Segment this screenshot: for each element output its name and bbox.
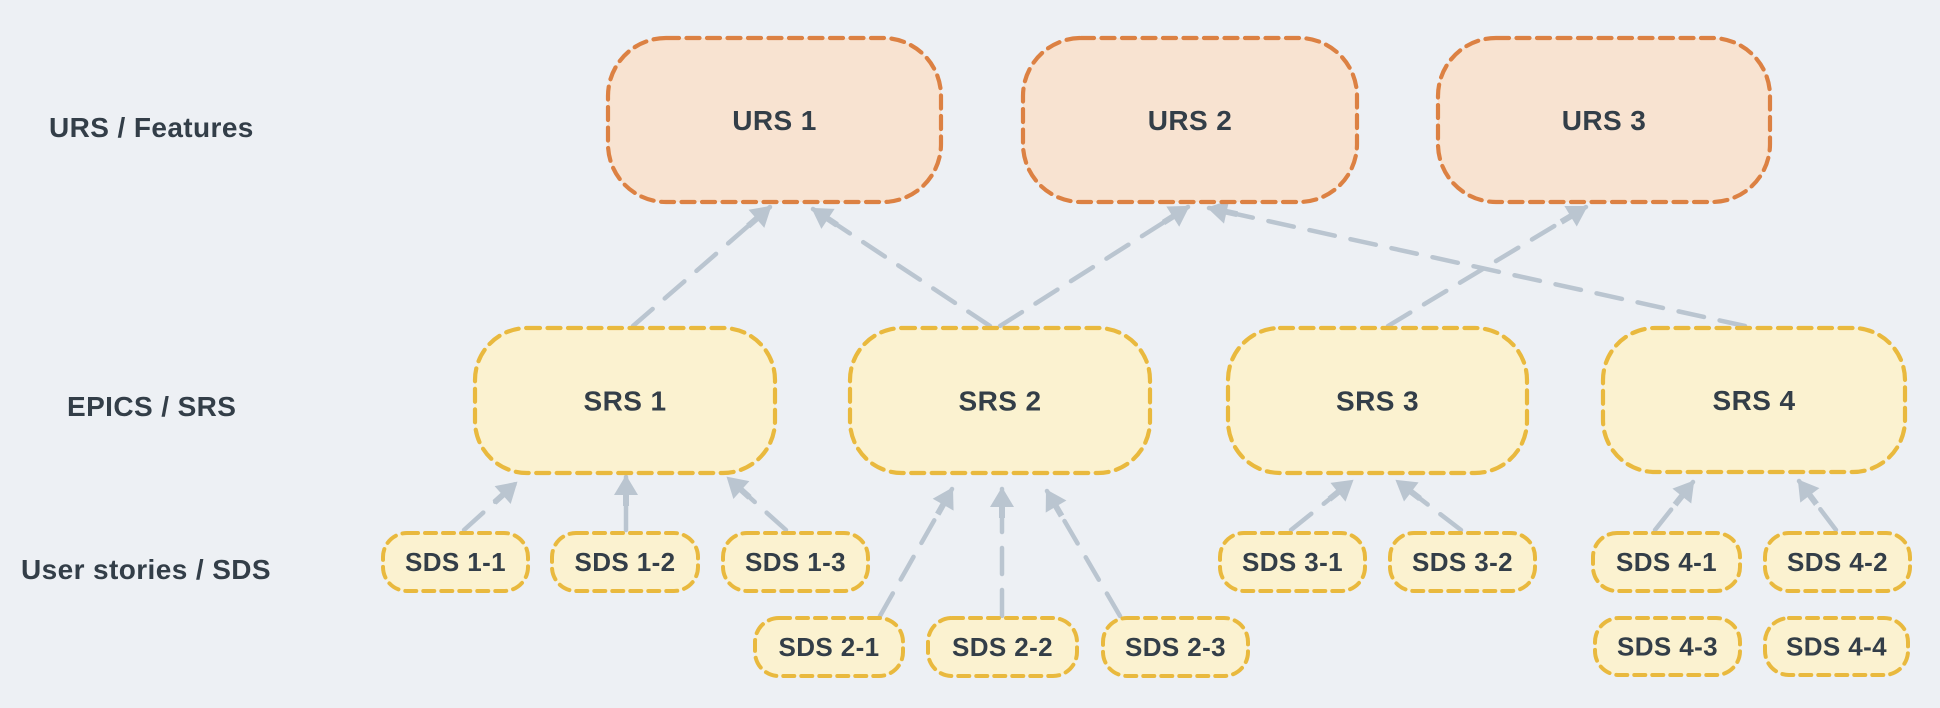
- node-sds-2-2: SDS 2-2: [926, 616, 1079, 678]
- node-srs-3: SRS 3: [1225, 325, 1530, 476]
- node-shape-srs-3: [1225, 325, 1530, 476]
- row-label-urs-features: URS / Features: [49, 112, 254, 143]
- node-label-sds-1-1: SDS 1-1: [405, 547, 506, 577]
- node-label-urs-2: URS 2: [1148, 105, 1232, 136]
- node-shape-srs-1: [472, 325, 778, 476]
- node-urs-2: URS 2: [1020, 35, 1360, 205]
- node-sds-1-3: SDS 1-3: [721, 531, 870, 593]
- node-urs-1: URS 1: [605, 35, 944, 205]
- node-shape-sds-4-4: [1763, 616, 1910, 677]
- edge-sds-3-2-to-srs-3: [1394, 478, 1464, 533]
- node-label-urs-1: URS 1: [732, 105, 816, 136]
- node-label-srs-1: SRS 1: [584, 385, 667, 416]
- node-sds-4-1: SDS 4-1: [1591, 531, 1742, 593]
- edges-layer: [461, 200, 1839, 619]
- node-shape-sds-2-2: [926, 616, 1079, 678]
- node-srs-1: SRS 1: [472, 325, 778, 476]
- node-label-sds-4-2: SDS 4-2: [1787, 547, 1888, 577]
- node-shape-urs-1: [605, 35, 944, 205]
- node-sds-1-1: SDS 1-1: [381, 531, 530, 593]
- node-label-sds-4-1: SDS 4-1: [1616, 547, 1717, 577]
- node-label-sds-4-4: SDS 4-4: [1786, 632, 1887, 662]
- node-label-sds-1-2: SDS 1-2: [574, 547, 675, 577]
- node-srs-2: SRS 2: [847, 325, 1153, 476]
- node-shape-sds-1-1: [381, 531, 530, 593]
- edge-sds-3-1-to-srs-3: [1288, 478, 1355, 533]
- node-shape-sds-4-2: [1763, 531, 1912, 593]
- node-shape-sds-3-2: [1388, 531, 1537, 593]
- node-shape-sds-3-1: [1218, 531, 1367, 593]
- node-label-srs-4: SRS 4: [1713, 385, 1796, 416]
- node-srs-4: SRS 4: [1600, 325, 1908, 475]
- node-shape-sds-2-1: [753, 616, 905, 678]
- node-sds-2-3: SDS 2-3: [1101, 616, 1250, 678]
- node-shape-sds-2-3: [1101, 616, 1250, 678]
- node-sds-3-2: SDS 3-2: [1388, 531, 1537, 593]
- edge-sds-2-3-to-srs-2: [1044, 488, 1123, 619]
- edge-srs-3-to-urs-3: [1385, 204, 1589, 329]
- edge-sds-2-1-to-srs-2: [877, 486, 955, 619]
- node-label-sds-1-3: SDS 1-3: [745, 547, 846, 577]
- edge-srs-1-to-urs-1: [630, 204, 773, 329]
- node-label-sds-2-1: SDS 2-1: [778, 632, 879, 662]
- nodes-layer: URS 1 URS 2 URS 3 SRS 1 SRS 2 SRS 3 SRS 4 SDS 1…: [381, 35, 1912, 678]
- node-label-sds-2-2: SDS 2-2: [952, 632, 1053, 662]
- node-label-srs-3: SRS 3: [1336, 385, 1419, 416]
- node-sds-4-4: SDS 4-4: [1763, 616, 1910, 677]
- node-label-urs-3: URS 3: [1562, 105, 1646, 136]
- edge-sds-4-1-to-srs-4: [1652, 479, 1696, 533]
- node-shape-urs-2: [1020, 35, 1360, 205]
- edge-sds-1-1-to-srs-1: [461, 480, 519, 533]
- edge-srs-2-to-urs-2: [997, 204, 1191, 329]
- node-shape-sds-1-3: [721, 531, 870, 593]
- node-sds-2-1: SDS 2-1: [753, 616, 905, 678]
- node-shape-sds-1-2: [550, 531, 700, 593]
- row-label-epics-srs: EPICS / SRS: [67, 391, 237, 422]
- node-sds-1-2: SDS 1-2: [550, 531, 700, 593]
- edge-sds-1-3-to-srs-1: [725, 475, 789, 533]
- node-label-sds-3-1: SDS 3-1: [1242, 547, 1343, 577]
- edge-sds-4-2-to-srs-4: [1796, 478, 1839, 533]
- edge-srs-4-to-urs-2: [1206, 200, 1748, 329]
- node-sds-4-2: SDS 4-2: [1763, 531, 1912, 593]
- node-label-sds-3-2: SDS 3-2: [1412, 547, 1513, 577]
- node-shape-srs-2: [847, 325, 1153, 476]
- edge-srs-2-to-urs-1: [810, 206, 993, 329]
- node-urs-3: URS 3: [1435, 35, 1773, 205]
- node-sds-3-1: SDS 3-1: [1218, 531, 1367, 593]
- node-shape-urs-3: [1435, 35, 1773, 205]
- node-shape-srs-4: [1600, 325, 1908, 475]
- node-sds-4-3: SDS 4-3: [1593, 616, 1742, 677]
- node-shape-sds-4-1: [1591, 531, 1742, 593]
- node-label-sds-4-3: SDS 4-3: [1617, 632, 1718, 662]
- row-label-user-stories-sds: User stories / SDS: [21, 554, 271, 585]
- node-label-sds-2-3: SDS 2-3: [1125, 632, 1226, 662]
- node-shape-sds-4-3: [1593, 616, 1742, 677]
- node-label-srs-2: SRS 2: [959, 385, 1042, 416]
